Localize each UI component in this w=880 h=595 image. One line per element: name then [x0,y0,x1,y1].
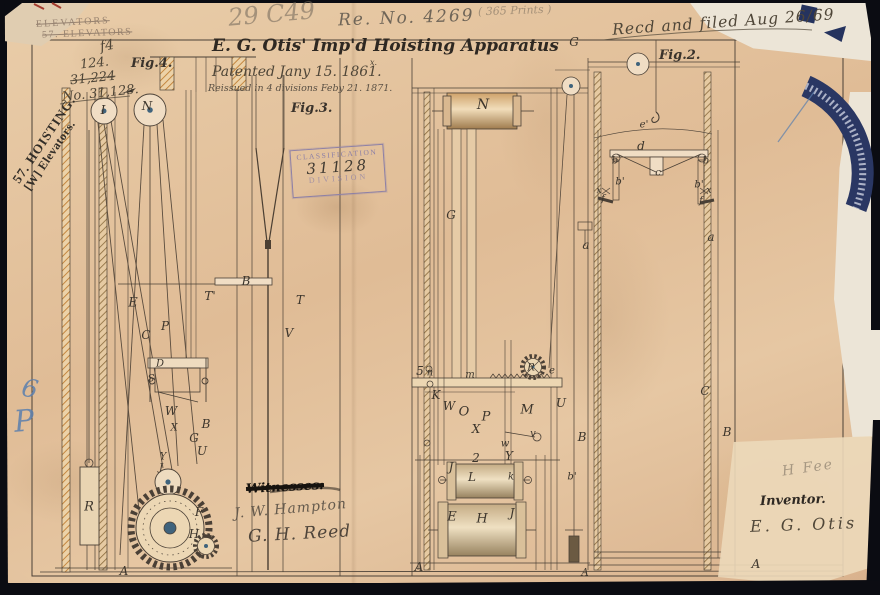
blue-pencil-line [778,92,814,142]
figure-label: Fig.3. [291,101,332,116]
part-label-R: R [527,363,535,374]
part-label-b: b' [694,180,703,191]
part-label-A: A [581,568,588,579]
part-label-X: X [170,423,177,434]
part-label-U: U [197,444,207,458]
part-label-J: J [159,463,163,474]
part-label-P: P [482,410,491,425]
part-label-L: L [468,470,476,484]
part-label-f: f [699,196,703,207]
part-label-b: b' [567,472,576,483]
classification-stamp: CLASSIFICATION 31128 DIVISION [289,144,386,198]
inventor-signature: E. G. Otis [750,513,858,536]
blue-pencil-mark-p: P [13,403,36,440]
part-label-H: H [189,527,199,541]
part-label-C: C [700,384,709,398]
part-label-R: R [84,500,94,515]
part-label-E: E [447,510,457,525]
part-label-G: G [569,35,579,49]
part-label-E: E [128,296,138,311]
part-label-J: J [449,460,454,474]
part-label-S: S [148,374,155,385]
part-label-J: J [510,506,515,520]
part-label-X: X [472,422,481,436]
part-label-Y: Y [160,452,167,463]
part-label-2: 2 [472,451,480,465]
part-label-T: T [296,293,304,307]
part-label-K: K [432,388,441,402]
part-label-e: e' [640,120,649,131]
part-label-v: v [530,429,536,440]
part-label-U: U [556,396,566,410]
part-label-x: x [596,186,601,196]
attorney-seal-arc [806,86,863,208]
part-label-N: N [477,97,489,113]
part-label-e: e [549,366,555,377]
part-label-B: B [723,425,732,439]
part-label-d: d [637,139,645,153]
part-label-H: H [476,512,487,527]
part-label-x: x [706,186,711,196]
part-label-W: W [443,399,455,413]
drawing-title: E. G. Otis' Imp'd Hoisting Apparatus [212,36,559,56]
part-label-m: m [465,370,474,381]
figure-label: Fig.4. [131,56,172,71]
part-label-b: b [703,156,709,167]
part-label-W: W [165,404,177,418]
part-label-C: C [141,328,150,342]
part-label-a: a [582,238,589,252]
prints-note: ( 365 Prints ) [478,3,552,19]
part-label-I: I [101,103,106,117]
part-label-k: k [508,472,514,483]
part-label-F: F [195,505,203,519]
part-label-w: w [501,439,510,450]
part-label-N: N [142,99,153,113]
part-label-P: P [161,319,169,333]
part-label-B: B [242,274,251,288]
part-label-Y: Y [505,449,513,463]
part-label-c: c [655,168,661,179]
red-mark [52,3,61,8]
part-label-b: b' [615,177,624,188]
part-label-A: A [752,557,761,571]
patent-date-line: Patented Jany 15. 1861. [212,64,382,80]
part-label-B: B [202,417,211,431]
part-label-5: 5 [416,364,424,378]
part-label-A: A [120,564,129,578]
margin-note-f4: f4 [99,37,116,55]
part-label-D: D [156,359,164,370]
part-label-n: n [427,368,433,379]
part-label-A: A [415,560,424,574]
part-label-b: b [612,156,618,167]
figure-label: Fig.2. [659,48,700,63]
red-mark [34,4,44,9]
inventor-label: Inventor. [760,492,826,509]
reissue-date-line: Reissued in 4 divisions Feby 21. 1871. [208,83,392,94]
part-label-T: T' [204,289,215,303]
part-label-G: G [446,208,456,222]
part-label-B: B [578,430,587,444]
part-label-G: G [189,431,199,445]
part-label-a: a [707,230,714,244]
part-label-f: f [601,194,605,205]
part-label-M: M [520,403,533,418]
part-label-V: V [285,326,294,340]
part-label-O: O [459,405,470,420]
